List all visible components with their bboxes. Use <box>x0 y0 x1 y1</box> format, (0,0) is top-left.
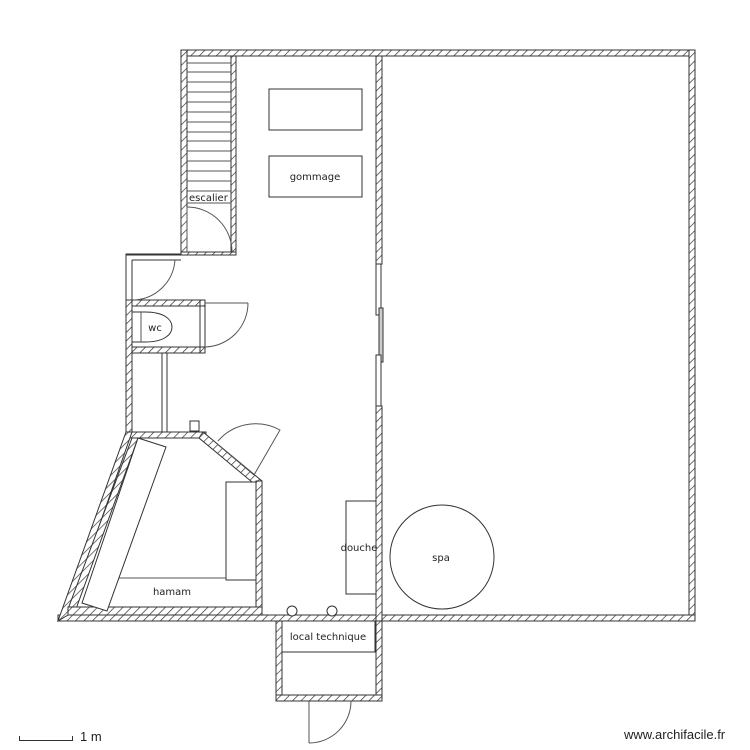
room-label-wc: wc <box>148 323 162 334</box>
room-label-spa: spa <box>432 553 450 564</box>
corridor-door[interactable] <box>131 259 176 301</box>
scale-bar <box>19 736 73 741</box>
scale-label: 1 m <box>80 729 102 744</box>
outer-walls <box>57 49 696 702</box>
fixture-circle <box>286 605 298 617</box>
fixture-circle <box>326 605 338 617</box>
local-technique-room: local technique <box>281 620 376 744</box>
small-fixture <box>189 420 200 432</box>
room-label-local-technique: local technique <box>290 632 366 643</box>
room-label-escalier: escalier <box>189 193 229 204</box>
staircase: escalier <box>186 62 233 253</box>
sliding-door[interactable] <box>375 263 384 407</box>
wc-room: wc <box>131 302 249 348</box>
gommage-area: gommage <box>268 88 363 198</box>
hamam-room: hamam <box>81 437 257 612</box>
hamam-door[interactable] <box>215 423 281 476</box>
spa: spa <box>389 504 495 610</box>
room-label-gommage: gommage <box>290 172 341 183</box>
room-label-douche: douche <box>341 543 378 554</box>
website-watermark: www.archifacile.fr <box>624 727 726 742</box>
room-label-hamam: hamam <box>153 587 191 598</box>
douche-room: douche <box>341 500 378 595</box>
